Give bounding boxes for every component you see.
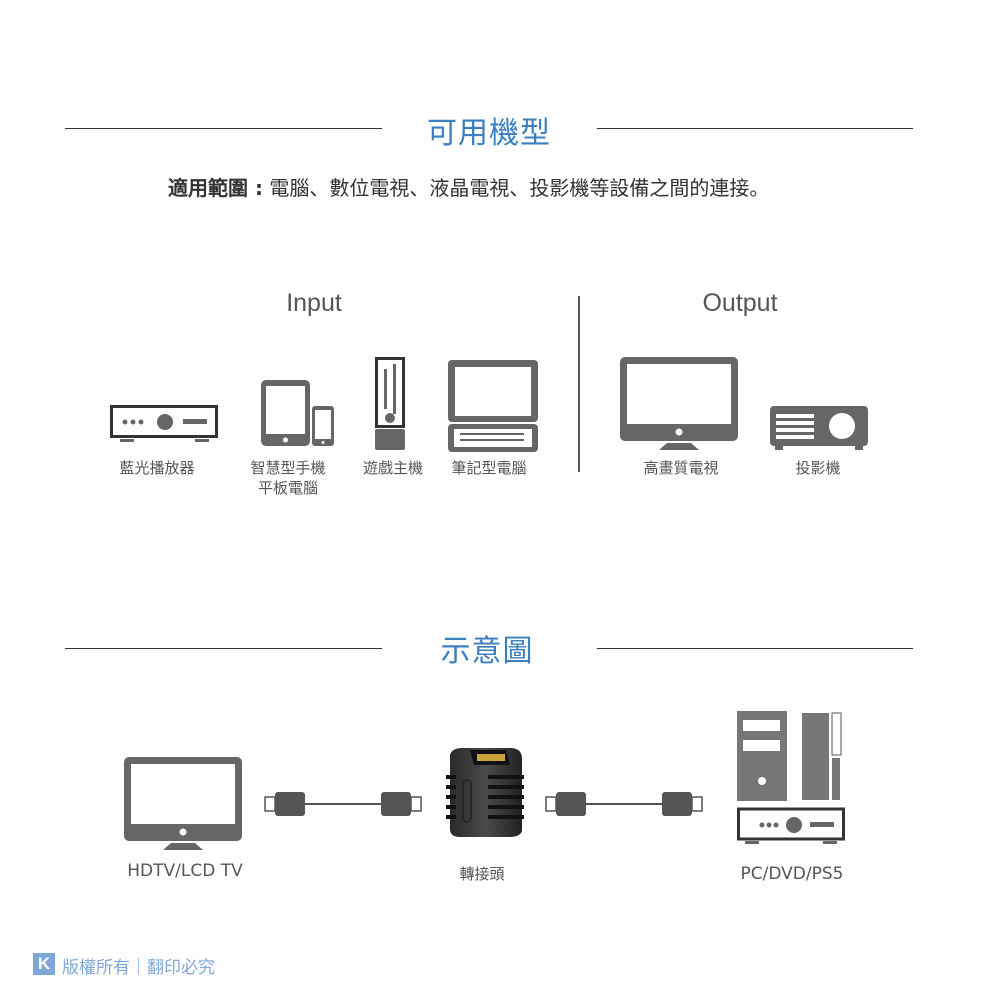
section-title-diagram: 示意圖 <box>440 634 534 669</box>
device-label: 高畫質電視 <box>643 459 719 477</box>
divider-line <box>65 648 382 649</box>
hdmi-cable-icon <box>545 792 703 816</box>
tv-icon <box>124 757 242 850</box>
bluray-player-icon <box>110 405 218 442</box>
device-label: 筆記型電腦 <box>451 459 527 477</box>
device-label-line2: 平板電腦 <box>257 479 319 497</box>
hdmi-adapter-icon <box>446 748 524 837</box>
diagram-label: HDTV/LCD TV <box>127 861 243 881</box>
monitor-icon <box>620 357 738 450</box>
scope-label: 適用範圍 : <box>168 176 263 200</box>
projector-icon <box>770 406 868 450</box>
device-label: 遊戲主機 <box>362 459 424 477</box>
input-heading: Input <box>286 289 342 317</box>
divider-line <box>597 648 913 649</box>
logo-letter: K <box>37 954 51 973</box>
device-label: 投影機 <box>795 459 841 477</box>
diagram-label: 轉接頭 <box>459 865 505 883</box>
tablet-phone-icon <box>261 380 334 446</box>
divider-line <box>597 128 913 129</box>
device-label-line1: 智慧型手機 <box>250 459 326 477</box>
output-heading: Output <box>702 289 778 317</box>
device-label: 智慧型手機 平板電腦 <box>250 458 325 498</box>
scope-text: 適用範圍 : 電腦、數位電視、液晶電視、投影機等設備之間的連接。 <box>168 172 769 201</box>
copyright-text: 版權所有｜翻印必究 <box>62 958 215 978</box>
diagram-label: PC/DVD/PS5 <box>740 864 844 884</box>
scope-description: 電腦、數位電視、液晶電視、投影機等設備之間的連接。 <box>262 176 770 200</box>
laptop-icon <box>448 360 538 452</box>
section-title-models: 可用機型 <box>427 116 551 151</box>
divider-line <box>65 128 382 129</box>
pc-dvd-icon <box>737 711 845 844</box>
brand-logo: K <box>33 953 55 975</box>
hdmi-cable-icon <box>264 792 422 816</box>
vertical-divider <box>578 296 580 472</box>
device-label: 藍光播放器 <box>119 459 195 477</box>
game-console-icon <box>375 357 405 450</box>
